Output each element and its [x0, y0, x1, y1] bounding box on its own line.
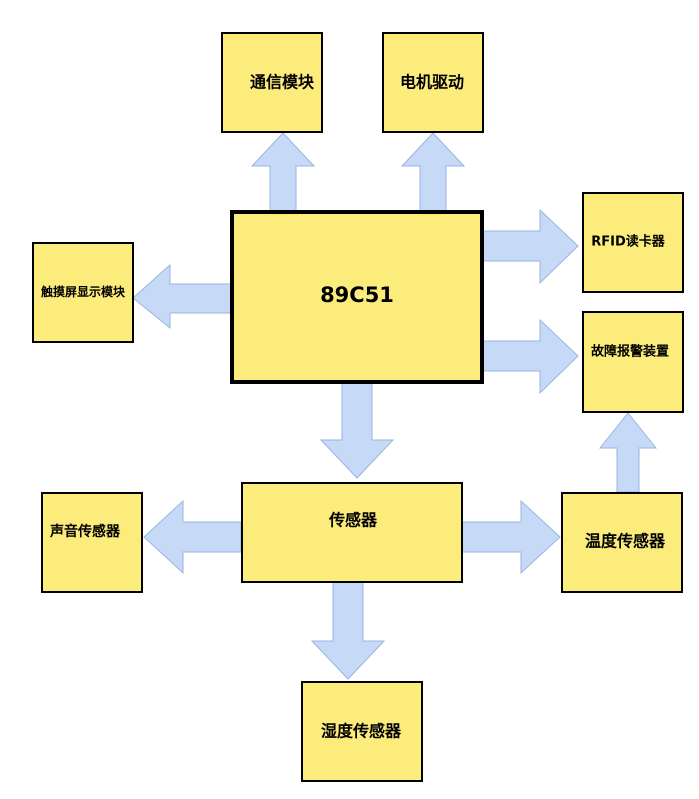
node-humidity: 湿度传感器 — [301, 681, 423, 782]
node-motor-label: 电机驱动 — [400, 73, 464, 92]
node-rfid-label: RFID读卡器 — [591, 234, 666, 250]
node-humidity-label: 湿度传感器 — [320, 722, 402, 741]
arrow-main-to-touch — [132, 263, 232, 330]
node-sensor-label: 传感器 — [328, 511, 378, 530]
node-main-label: 89C51 — [320, 283, 394, 307]
node-sound: 声音传感器 — [41, 492, 143, 593]
arrow-main-to-motor — [400, 132, 466, 212]
node-touch: 触摸屏显示模块 — [32, 242, 134, 343]
node-comm-label: 通信模块 — [250, 73, 315, 92]
node-rfid: RFID读卡器 — [582, 192, 684, 293]
node-touch-label: 触摸屏显示模块 — [41, 284, 126, 299]
node-main: 89C51 — [230, 210, 484, 384]
arrow-sensor-to-temp — [461, 499, 561, 575]
node-alarm: 故障报警装置 — [582, 311, 684, 413]
arrow-temp-to-alarm — [598, 412, 658, 493]
arrow-main-to-sensor — [319, 382, 395, 479]
node-comm: 通信模块 — [221, 32, 323, 133]
node-motor: 电机驱动 — [382, 32, 484, 133]
node-sound-label: 声音传感器 — [49, 523, 121, 540]
arrow-sensor-to-humidity — [310, 581, 386, 680]
node-alarm-label: 故障报警装置 — [591, 344, 669, 360]
arrow-main-to-rfid — [481, 208, 579, 285]
node-temp: 温度传感器 — [561, 492, 683, 593]
arrow-sensor-to-sound — [143, 499, 242, 575]
arrow-main-to-comm — [250, 132, 316, 212]
arrow-main-to-alarm — [481, 318, 579, 395]
node-sensor: 传感器 — [241, 482, 463, 583]
node-temp-label: 温度传感器 — [584, 532, 666, 551]
